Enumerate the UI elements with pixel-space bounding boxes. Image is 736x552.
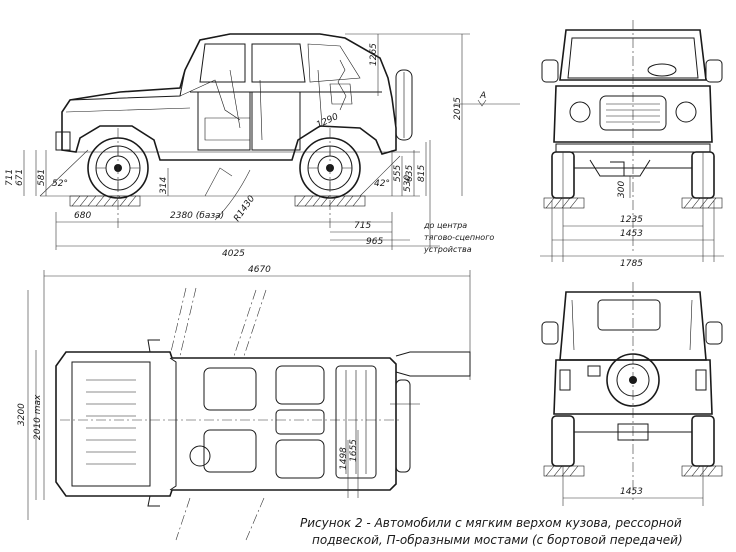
dim-label: 1290 [315,112,340,131]
dim-label: 2015 [453,97,463,120]
dim-label: 1453 [620,487,643,497]
rear-spare-wheel [606,353,660,407]
dim-label: 4670 [248,265,271,275]
side-spare-wheel [395,69,413,141]
dim-label: 965 [366,237,383,247]
rear-window [597,299,661,331]
dim-label: тягово-сцепного [424,233,494,242]
front-face [553,85,713,143]
dim-label: 300 [617,181,627,198]
top-body [55,351,397,497]
front-headlight-right [675,101,697,123]
dim-label: 671 [15,169,25,186]
dim-label: 715 [354,221,371,231]
dim-label: 1265 [369,43,379,66]
dim-label: 581 [37,169,47,186]
side-window-rear [251,43,306,83]
dim-label: 314 [159,177,169,194]
side-window-front [199,43,246,83]
dim-label: 42° [374,179,390,189]
dim-label: 2010 max [33,394,43,440]
dim-label: 711 [5,169,15,186]
rear-view: 1453 [541,282,723,506]
dim-label: 1235 [620,215,643,225]
rear-wheel-left [551,415,575,467]
dim-label: устройства [423,245,472,254]
dim-label: 680 [74,211,91,221]
dim-label: 555 [393,165,403,182]
front-headlight-left [569,101,591,123]
dim-label: 1655 [349,439,359,462]
dim-label: до центра [423,221,467,230]
top-view: 4670 3200 2010 max 1498 1655 [17,265,471,541]
section-marker: A [479,91,486,101]
dim-label: 1498 [339,447,349,470]
caption-line-1: Рисунок 2 - Автомобили с мягким верхом к… [300,516,682,530]
dim-label: R1430 [232,194,257,224]
caption-line-2: подвеской, П-образными мостами (с бортов… [312,533,683,547]
dim-label: 4025 [222,249,245,259]
dim-label: 815 [417,165,427,182]
dim-label: 52° [52,179,68,189]
side-body [61,33,397,161]
dim-label: 530 [403,175,413,192]
ground-hatch-front [69,195,141,207]
rear-wheel-right [691,415,715,467]
front-grille [599,95,667,131]
top-seat-front-left [203,367,257,411]
side-view: 680 2380 (база) 4025 715 965 до центра т… [5,33,520,259]
dim-label: 3200 [17,403,27,426]
front-view: 300 1235 1453 1785 [540,20,724,269]
dim-label: 1785 [620,259,643,269]
dim-label: 2380 (база) [170,211,224,221]
dim-label: 635 [405,165,415,182]
dim-label: 1453 [620,229,643,239]
top-seat-front-right [203,429,257,473]
figure-caption: Рисунок 2 - Автомобили с мягким верхом к… [300,516,683,547]
